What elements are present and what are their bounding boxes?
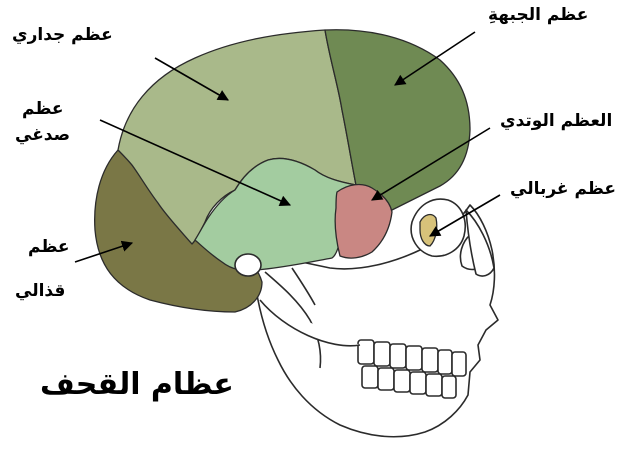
label-frontal-bone: عظم الجبهةِ xyxy=(488,6,588,26)
label-occipital-bone-line2: قذالي xyxy=(15,282,65,302)
eye-socket xyxy=(411,199,465,256)
label-occipital-bone-line1: عظم xyxy=(28,238,70,258)
label-ethmoid-bone: عظم غربالي xyxy=(510,180,616,200)
ear-canal xyxy=(235,254,261,276)
label-parietal-bone: عظم جداري xyxy=(12,26,113,46)
label-temporal-bone-line2: صدغي xyxy=(15,126,70,146)
diagram-title: عظام القحف xyxy=(40,368,234,403)
label-temporal-bone-line1: عظم xyxy=(22,100,64,120)
label-sphenoid-bone: العظم الوتدي xyxy=(500,112,612,132)
